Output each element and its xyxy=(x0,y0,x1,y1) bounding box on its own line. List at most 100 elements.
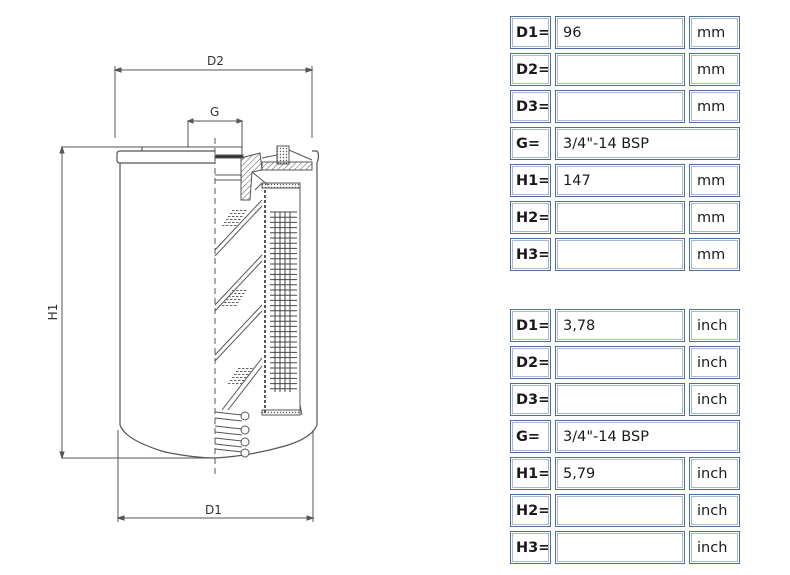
perforation-dot xyxy=(236,296,239,297)
perforation-dot xyxy=(232,296,235,297)
label-d3: D3= xyxy=(510,383,551,416)
perforation-dot xyxy=(246,374,249,375)
perforation-dot xyxy=(232,222,235,223)
perforation-dot xyxy=(228,296,231,297)
value-field-h2[interactable] xyxy=(555,201,685,234)
perforation-dot xyxy=(228,302,231,303)
dimension-label-h1: H1 xyxy=(46,304,60,321)
perforation-dot xyxy=(248,371,251,372)
unit-h1: inch xyxy=(689,457,740,490)
perforation-dot xyxy=(240,210,243,211)
value-field-d3[interactable] xyxy=(555,90,685,123)
perforation-dot xyxy=(236,210,239,211)
perforation-dot xyxy=(236,222,239,223)
perforation-dot xyxy=(238,213,241,214)
label-g: G= xyxy=(510,420,551,453)
value-field-h3[interactable] xyxy=(555,238,685,271)
perforation-dot xyxy=(240,290,243,291)
label-g: G= xyxy=(510,127,551,160)
perforation-dot xyxy=(238,380,241,381)
value-field-d2[interactable] xyxy=(555,346,685,379)
perforation-dot xyxy=(232,383,235,384)
dimension-label-g: G xyxy=(210,105,219,119)
perforation-dot xyxy=(238,374,241,375)
value-field-d3[interactable] xyxy=(555,383,685,416)
dimension-d1 xyxy=(116,430,315,522)
perforation-dot xyxy=(234,374,237,375)
perforation-dot xyxy=(238,219,241,220)
perforation-dot xyxy=(230,305,233,306)
perforation-dot xyxy=(240,296,243,297)
label-h1: H1= xyxy=(510,164,551,197)
perforation-dot xyxy=(226,225,229,226)
perforation-dot xyxy=(242,293,245,294)
perforation-dot xyxy=(234,293,237,294)
perforation-dot xyxy=(250,368,253,369)
unit-d2: mm xyxy=(689,53,740,86)
perforation-dot xyxy=(228,216,231,217)
value-field-h1[interactable]: 147 xyxy=(555,164,685,197)
perforation-dot xyxy=(242,380,245,381)
filter-element xyxy=(214,182,303,416)
perforation-dot xyxy=(240,377,243,378)
perforation-dot xyxy=(232,216,235,217)
perforation-dot xyxy=(228,383,231,384)
bypass-spring xyxy=(214,411,250,458)
label-d3: D3= xyxy=(510,90,551,123)
perforation-dot xyxy=(230,219,233,220)
value-field-g[interactable]: 3/4"-14 BSP xyxy=(555,420,740,453)
label-d1: D1= xyxy=(510,16,551,49)
perforation-dot xyxy=(234,213,237,214)
unit-d3: mm xyxy=(689,90,740,123)
label-h2: H2= xyxy=(510,201,551,234)
unit-d1: inch xyxy=(689,309,740,342)
value-field-d2[interactable] xyxy=(555,53,685,86)
value-field-d1[interactable]: 96 xyxy=(555,16,685,49)
unit-d1: mm xyxy=(689,16,740,49)
perforation-dot xyxy=(242,368,245,369)
perforation-dot xyxy=(238,299,241,300)
perforation-dot xyxy=(238,293,241,294)
perforation-dot xyxy=(226,219,229,220)
perforation-dot xyxy=(244,371,247,372)
unit-d3: inch xyxy=(689,383,740,416)
perforation-dot xyxy=(240,383,243,384)
value-field-g[interactable]: 3/4"-14 BSP xyxy=(555,127,740,160)
gasket-assembly xyxy=(214,145,313,201)
perforation-dot xyxy=(228,222,231,223)
perforation-dot xyxy=(232,210,235,211)
unit-h3: mm xyxy=(689,238,740,271)
dimension-label-d2: D2 xyxy=(207,54,224,68)
perforation-dot xyxy=(232,302,235,303)
perforation-dot xyxy=(230,225,233,226)
value-field-h1[interactable]: 5,79 xyxy=(555,457,685,490)
perforation-dot xyxy=(230,380,233,381)
perforation-dot xyxy=(240,371,243,372)
perforation-dot xyxy=(226,305,229,306)
perforation-dot xyxy=(236,383,239,384)
unit-h2: mm xyxy=(689,201,740,234)
perforation-dot xyxy=(236,302,239,303)
perforation-dot xyxy=(234,219,237,220)
label-d2: D2= xyxy=(510,53,551,86)
label-h3: H3= xyxy=(510,238,551,271)
perforation-dot xyxy=(244,210,247,211)
label-d1: D1= xyxy=(510,309,551,342)
value-field-h2[interactable] xyxy=(555,494,685,527)
perforation-dot xyxy=(224,222,227,223)
perforation-dot xyxy=(244,290,247,291)
perforation-dot xyxy=(230,213,233,214)
value-field-h3[interactable] xyxy=(555,531,685,564)
perforation-dot xyxy=(234,380,237,381)
perforation-dot xyxy=(236,216,239,217)
label-d2: D2= xyxy=(510,346,551,379)
dimension-h1 xyxy=(59,145,242,460)
label-h1: H1= xyxy=(510,457,551,490)
unit-h3: inch xyxy=(689,531,740,564)
value-field-d1[interactable]: 3,78 xyxy=(555,309,685,342)
perforation-dot xyxy=(224,302,227,303)
perforation-dot xyxy=(234,299,237,300)
perforation-dot xyxy=(236,377,239,378)
dimension-d2 xyxy=(113,66,314,138)
filter-mesh xyxy=(270,211,297,392)
